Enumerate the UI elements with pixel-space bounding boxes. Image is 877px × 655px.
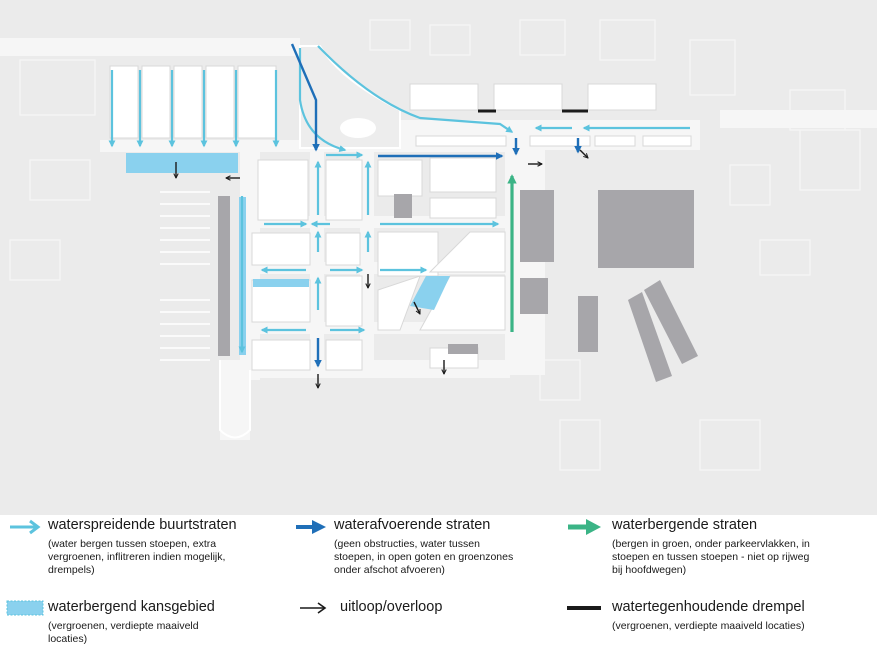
legend-title: waterbergend kansgebied (48, 599, 215, 615)
light-blue-arrows (108, 45, 690, 354)
legend-desc-line: (geen obstructies, water tussen (334, 538, 480, 550)
legend-title: uitloop/overloop (340, 599, 443, 615)
legend-title: waterspreidende buurtstraten (48, 517, 237, 533)
legend-desc-line: stoepen, in open goten en groenzones (334, 551, 514, 563)
legend-desc: (geen obstructies, water tussen stoepen,… (334, 538, 564, 577)
black-arrow-icon (300, 602, 327, 614)
legend-desc: (vergroenen, verdiepte maaiveld locaties… (612, 620, 874, 633)
legend-title: waterafvoerende straten (334, 517, 491, 533)
pond (340, 118, 376, 138)
access-road (219, 360, 251, 439)
dark-blue-arrow-icon (296, 520, 326, 534)
legend-desc-line: (vergroenen, verdiepte maaiveld locaties… (612, 620, 805, 632)
legend-desc-line: vergroenen, inflitreren indien mogelijk, (48, 551, 226, 563)
legend-desc-line: onder afschot afvoeren) (334, 564, 445, 576)
legend-desc: (vergroenen, verdiepte maaiveld locaties… (48, 620, 288, 646)
legend-desc-line: stoepen en tussen stoepen - niet op rijw… (612, 551, 810, 563)
legend: waterspreidende buurtstraten (water berg… (0, 512, 877, 655)
black-bar-icon (567, 606, 601, 610)
legend-desc-line: drempels) (48, 564, 95, 576)
legend-desc-line: (bergen in groen, onder parkeervlakken, … (612, 538, 810, 550)
water-map (0, 0, 877, 515)
legend-desc-line: locaties) (48, 633, 88, 645)
grey-buildings (218, 190, 698, 382)
legend-title: waterbergende straten (612, 517, 758, 533)
dark-blue-arrows (290, 43, 582, 368)
blocks (109, 65, 692, 371)
parking-lines (160, 191, 210, 361)
legend-desc: (bergen in groen, onder parkeervlakken, … (612, 538, 874, 577)
green-arrow-icon (568, 519, 601, 535)
legend-desc-line: (water bergen tussen stoepen, extra (48, 538, 217, 550)
legend-desc-line: bij hoofdwegen) (612, 564, 687, 576)
legend-title: watertegenhoudende drempel (612, 599, 805, 615)
black-arrows (176, 149, 588, 388)
legend-desc-line: (vergroenen, verdiepte maaiveld (48, 620, 199, 632)
light-blue-arrow-icon (10, 519, 41, 535)
legend-desc: (water bergen tussen stoepen, extra verg… (48, 538, 293, 577)
kans-area-icon (6, 600, 44, 616)
